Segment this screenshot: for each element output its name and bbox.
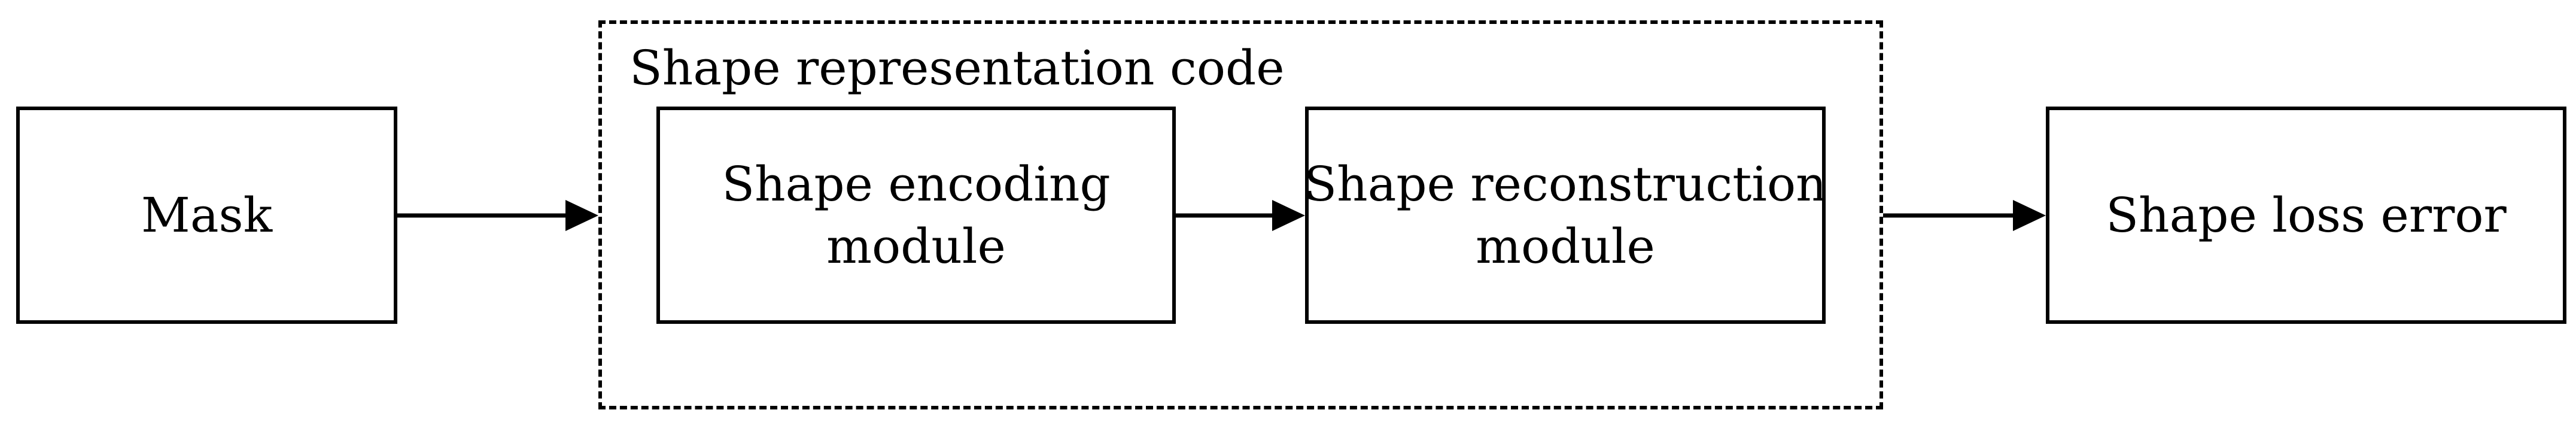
shape-encoding-module-node: Shape encoding module	[656, 107, 1176, 324]
encoding-label-line-1: Shape encoding	[722, 156, 1111, 212]
shape-reconstruction-module-node: Shape reconstruction module	[1304, 107, 1827, 324]
mask-label: Mask	[141, 187, 273, 243]
shape-representation-group	[598, 20, 1883, 409]
arrow-group-to-loss	[1883, 200, 2046, 231]
loss-label: Shape loss error	[2106, 187, 2507, 243]
reconstruction-label-line-2: module	[1476, 218, 1655, 274]
mask-node: Mask	[16, 107, 397, 324]
reconstruction-label-line-1: Shape reconstruction	[1304, 156, 1827, 212]
encoding-label-line-2: module	[826, 218, 1006, 274]
arrow-encoding-to-reconstruction	[1176, 200, 1305, 231]
arrow-mask-to-group	[397, 200, 598, 231]
group-label: Shape representation code	[629, 40, 1285, 96]
shape-loss-error-node: Shape loss error	[2046, 107, 2566, 324]
